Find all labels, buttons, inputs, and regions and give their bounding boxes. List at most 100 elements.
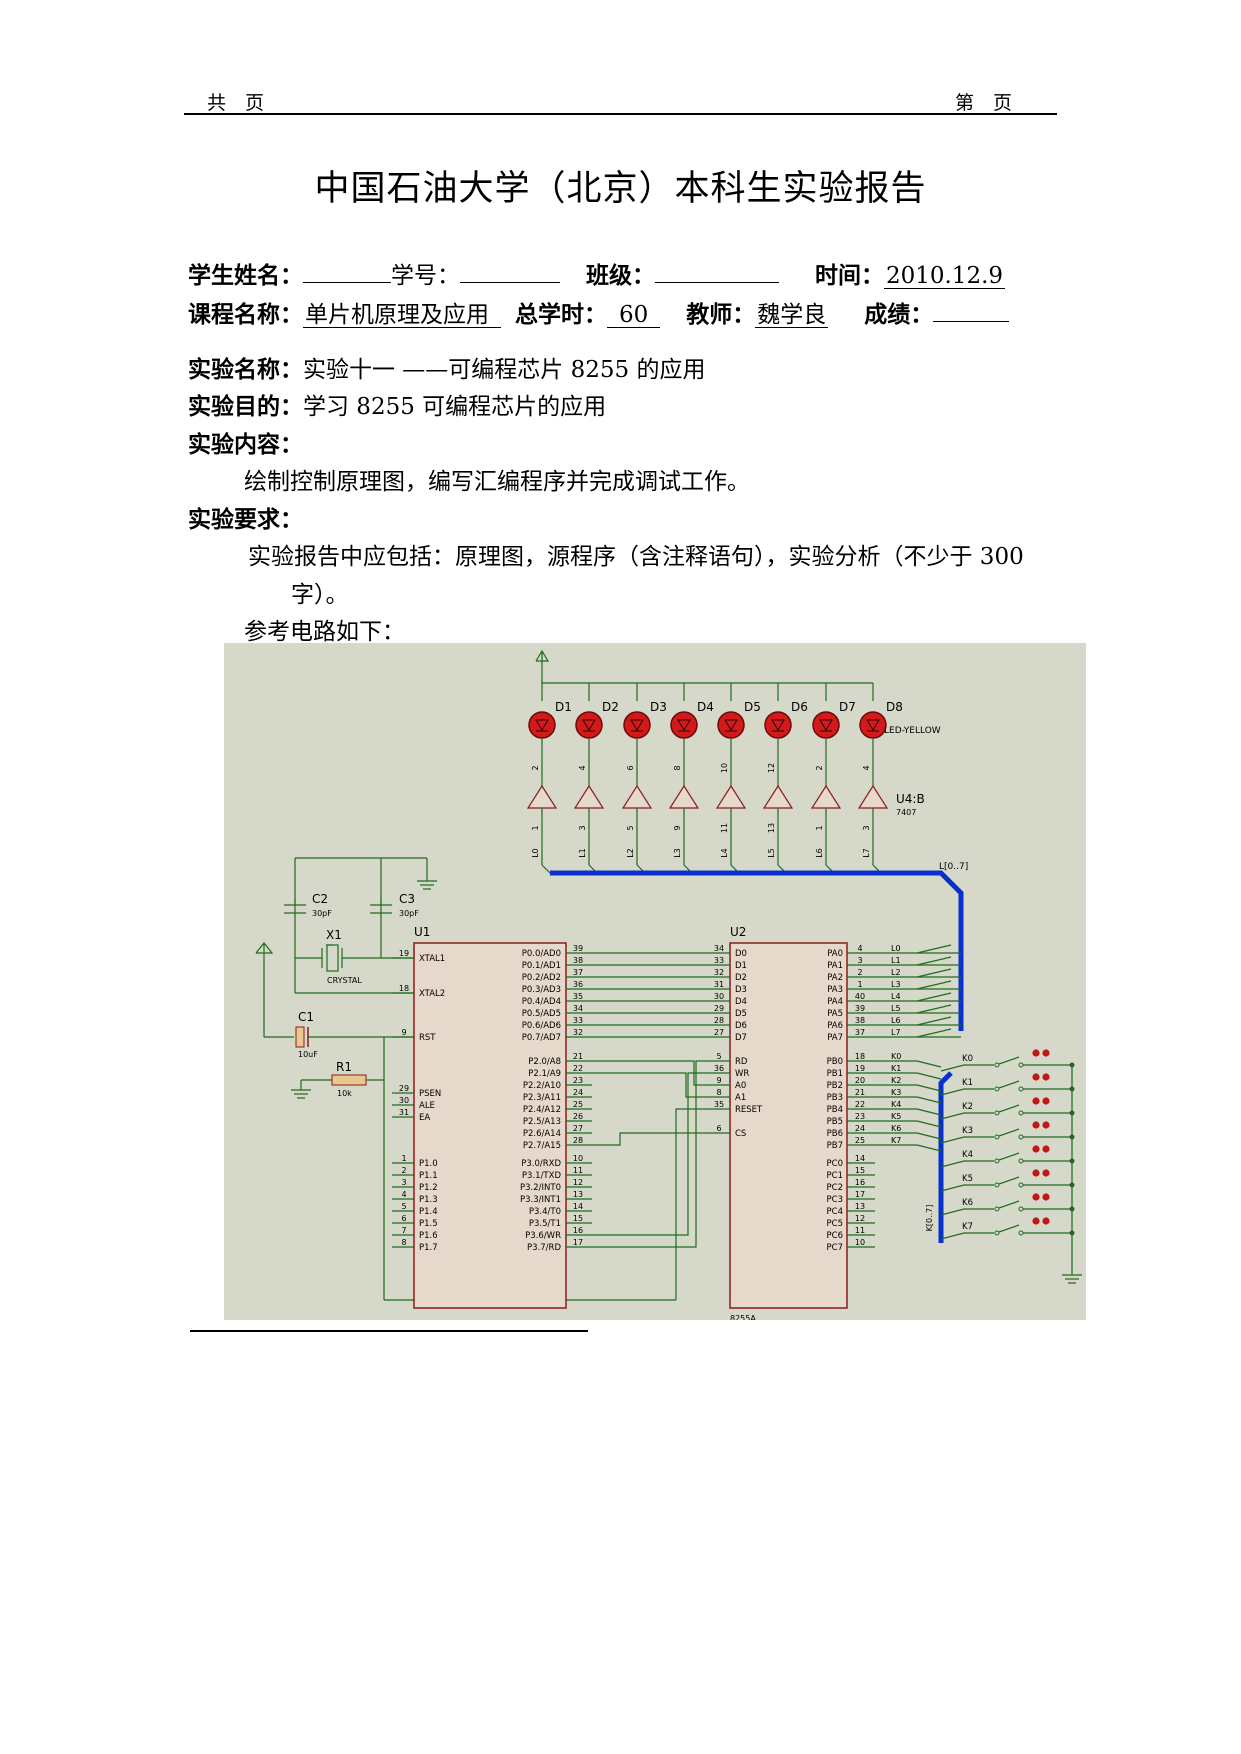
u1-pin-XTAL1: XTAL1 [419,954,445,964]
u2-pin-number: 1 [857,980,862,989]
u2-pin-PB1: PB1 [827,1069,843,1079]
reference-circuit-caption: 参考电路如下： [244,619,405,645]
crystal-x1 [326,944,339,972]
u1-pin-number: 24 [573,1088,583,1097]
u2-pin-D2: D2 [735,973,747,983]
x1-type: CRYSTAL [327,976,362,985]
u2-pin-number: 40 [855,992,865,1001]
u1-label: U1 [414,925,430,939]
info-row-1: 学生姓名：学号：班级：时间：2010.12.9 [188,256,1006,290]
led-symbol [535,719,549,731]
u1-pin-number: 14 [573,1202,583,1211]
key-label-K3: K3 [962,1126,973,1136]
key-button-K3 [1032,1121,1040,1129]
buffer-pin-top: 10 [720,763,729,773]
net-K1: K1 [891,1064,901,1073]
buffer-pin-top: 12 [767,763,776,773]
u2-pin-PA2: PA2 [827,973,843,983]
switch-contact [994,1182,1000,1188]
u2-pin-PA5: PA5 [827,1009,843,1019]
student-name-label: 学生姓名： [188,262,303,289]
buffer-pin-bottom: 3 [578,825,587,830]
bus-l-label: L[0..7] [939,862,968,872]
u1-pin-number: 17 [573,1238,583,1247]
key-label-K4: K4 [962,1150,973,1160]
wire [940,1160,965,1168]
switch-contact [994,1230,1000,1236]
key-button-K6 [1032,1193,1040,1201]
exp-requirement-line2: 字）。 [291,582,349,608]
buffer-7407 [715,784,747,809]
u2-pin-A1: A1 [735,1093,746,1103]
u1-pin-number: 8 [401,1238,406,1247]
u2-pin-D7: D7 [735,1033,747,1043]
u2-pin-number: 12 [855,1214,865,1223]
footnote-rule [190,1330,588,1332]
wire [998,1224,1020,1233]
u1-pin-PSEN: PSEN [419,1089,441,1099]
switch-contact [1018,1158,1024,1164]
total-hours-value: 60 [607,303,661,328]
u1-pin-number: 29 [399,1084,409,1093]
net-L6: L6 [891,1016,901,1025]
switch-contact [994,1062,1000,1068]
u2-pin-PB4: PB4 [827,1105,843,1115]
buffer-pin-top: 4 [862,765,871,770]
u1-pin-number: 4 [401,1190,406,1199]
u2-pin-number: 4 [857,944,862,953]
switch-contact [994,1158,1000,1164]
wire [916,992,952,1002]
led-D3 [623,711,651,739]
wire [916,1132,942,1140]
u2-pin-number: 17 [855,1190,865,1199]
course-name-label: 课程名称： [188,301,303,328]
teacher-value: 魏学良 [755,302,829,328]
buffer-pin-top: 4 [578,765,587,770]
u1-pin-RST: RST [419,1033,436,1043]
net-L7: L7 [891,1028,901,1037]
buffer-line-L1: L1 [578,848,587,858]
wire [592,1132,708,1146]
u2-pin-PC0: PC0 [827,1159,843,1169]
u1-pin-number: 34 [573,1004,583,1013]
u4-label: U4:B [896,792,925,806]
wire [916,1144,942,1152]
switch-contact [1018,1110,1024,1116]
buffer-pin-bottom: 3 [862,825,871,830]
u2-pin-number: 21 [855,1088,865,1097]
wire [940,1184,965,1192]
u2-pin-PB0: PB0 [827,1057,843,1067]
u2-pin-number: 29 [714,1004,724,1013]
u1-pin-EA: EA [419,1113,430,1123]
u1-pin-number: 33 [573,1016,583,1025]
wire [592,1072,708,1098]
wire [916,968,952,978]
u1-pin-number: 12 [573,1178,583,1187]
exp-content-text: 绘制控制原理图，编写汇编程序并完成调试工作。 [244,469,750,495]
wire [940,1064,965,1072]
buffer-7407 [810,784,842,809]
led-symbol [819,719,833,731]
u2-pin-RESET: RESET [735,1105,763,1115]
u1-pin-number: 22 [573,1064,583,1073]
buffer-line-L4: L4 [720,848,729,858]
led-D4 [670,711,698,739]
u1-pin-P1.7: P1.7 [419,1243,438,1253]
switch-contact [1018,1086,1024,1092]
c1-value: 10uF [298,1050,318,1059]
c2-value: 30pF [312,909,332,918]
key-label-K5: K5 [962,1174,973,1184]
wire [916,1120,942,1128]
u2-pin-number: 35 [714,1100,724,1109]
led-label-D2: D2 [602,700,619,714]
net-L0: L0 [891,944,901,953]
u2-pin-number: 28 [714,1016,724,1025]
u2-pin-number: 19 [855,1064,865,1073]
buffer-line-L2: L2 [626,848,635,858]
u2-pin-number: 20 [855,1076,865,1085]
wire [592,1072,708,1236]
led-symbol [630,719,644,731]
u1-pin-P0.6/AD6: P0.6/AD6 [522,1021,561,1031]
header-page-number: 第 页 [955,92,1013,114]
u2-pin-PC6: PC6 [827,1231,843,1241]
